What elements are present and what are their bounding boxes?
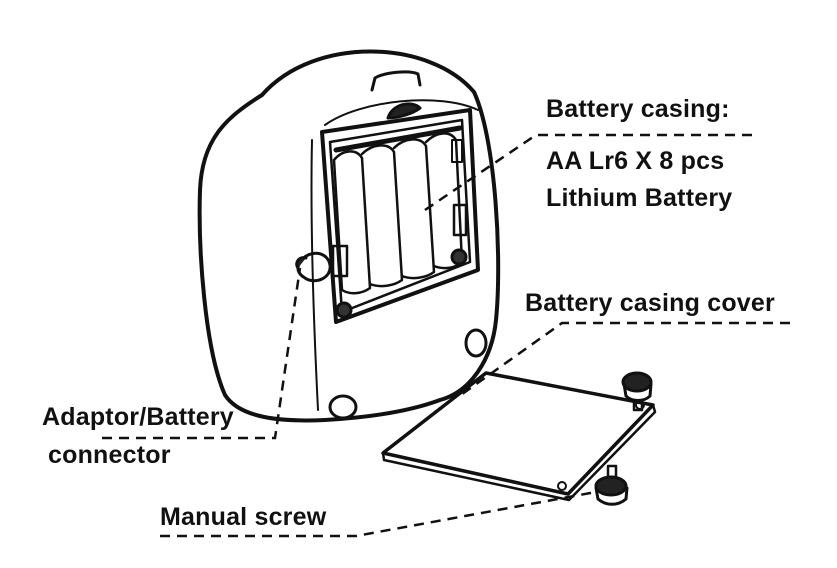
manual-screw-top	[621, 371, 653, 412]
compartment-frame-outer	[320, 108, 480, 324]
label-battery-casing-cover: Battery casing cover	[525, 289, 775, 317]
device-body-outline	[197, 49, 501, 423]
manual-screw-bottom	[594, 464, 629, 506]
device-side-edge	[310, 139, 319, 411]
top-hanger-tab	[386, 102, 422, 120]
label-battery-casing-line2: AA Lr6 X 8 pcs	[546, 147, 725, 175]
top-hanger	[370, 70, 422, 92]
leader-manual-screw	[160, 490, 597, 538]
label-battery-casing-line1: Battery casing:	[546, 95, 730, 123]
label-manual-screw: Manual screw	[160, 503, 327, 531]
battery-cell-3	[392, 138, 436, 280]
compartment-clip-right	[452, 203, 468, 237]
casing-cover-plate	[381, 371, 655, 496]
leader-casing-cover	[457, 321, 790, 399]
leader-lines	[102, 133, 790, 538]
screw-hole-bottom-right	[450, 248, 468, 266]
battery-contacts	[333, 125, 463, 153]
adaptor-connector-tip	[295, 256, 308, 270]
label-adaptor-line2: connector	[48, 441, 171, 469]
label-battery-casing-line3: Lithium Battery	[546, 184, 733, 212]
battery-cell-1	[332, 150, 372, 295]
battery-cell-2	[360, 144, 404, 288]
label-adaptor-line1: Adaptor/Battery	[42, 403, 234, 431]
device-body-inner-edge	[324, 99, 479, 126]
leader-battery-casing	[421, 133, 752, 214]
casing-cover-thickness	[381, 403, 657, 502]
compartment-clip-top	[451, 139, 463, 163]
screw-hole-bottom-left	[335, 301, 353, 319]
compartment-clip-left	[331, 244, 349, 278]
battery-cell-4	[424, 132, 464, 270]
foot-bottom	[328, 394, 358, 420]
foot-right	[464, 328, 488, 358]
compartment-frame-inner	[328, 118, 472, 314]
cover-screw-hole-bottom	[557, 481, 567, 491]
leader-adaptor	[102, 267, 302, 440]
